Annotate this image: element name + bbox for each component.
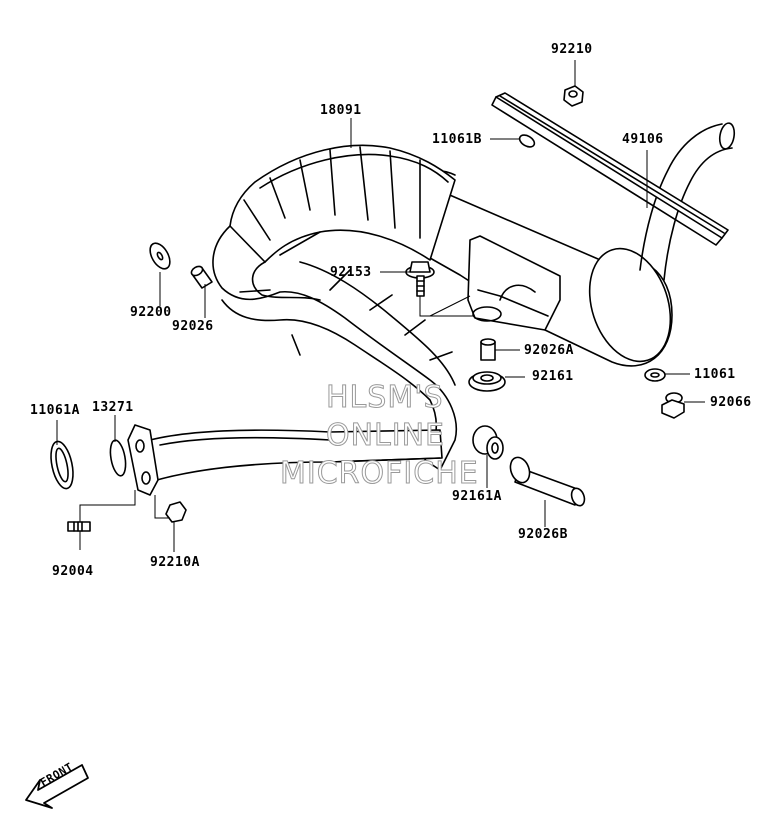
gasket-13271 xyxy=(109,439,127,477)
mounting-strap xyxy=(491,92,729,246)
watermark-line-2: ONLINE xyxy=(325,418,446,453)
part-label-13271: 13271 xyxy=(92,400,134,415)
part-label-92161: 92161 xyxy=(532,369,574,384)
watermark-line-1: HLSM'S xyxy=(326,380,444,415)
nut-92210A xyxy=(165,501,187,523)
part-label-11061B: 11061B xyxy=(432,132,482,147)
watermark-line-3: MICROFICHE xyxy=(280,456,479,491)
part-label-11061: 11061 xyxy=(694,367,736,382)
part-label-92004: 92004 xyxy=(52,564,94,579)
washer-11061B xyxy=(518,134,536,148)
exhaust-flange xyxy=(127,424,159,496)
heat-shield-frame xyxy=(229,144,456,263)
collar-92026A xyxy=(480,338,496,361)
washer-11061 xyxy=(644,368,666,382)
front-arrow-icon xyxy=(25,764,89,809)
part-label-49106: 49106 xyxy=(622,132,664,147)
collar-92026 xyxy=(190,265,213,289)
part-label-92026: 92026 xyxy=(172,319,214,334)
grommet-92161 xyxy=(468,371,506,392)
part-label-92161A: 92161A xyxy=(452,489,502,504)
part-label-92153: 92153 xyxy=(330,265,372,280)
tailpipe xyxy=(639,122,736,281)
part-label-92066: 92066 xyxy=(710,395,752,410)
nut-92210 xyxy=(563,85,584,107)
muffler-body xyxy=(409,170,673,367)
leader-lines xyxy=(56,60,705,552)
header-pipe xyxy=(212,225,457,471)
plug-92066 xyxy=(661,392,685,419)
washer-92200 xyxy=(149,242,171,270)
part-label-18091: 18091 xyxy=(320,103,362,118)
front-pipe xyxy=(149,429,443,483)
part-label-92200: 92200 xyxy=(130,305,172,320)
bolt-92153 xyxy=(405,261,435,297)
part-label-11061A: 11061A xyxy=(30,403,80,418)
part-label-92026B: 92026B xyxy=(518,527,568,542)
grommet-92161A xyxy=(472,425,504,460)
part-label-92026A: 92026A xyxy=(524,343,574,358)
part-label-92210: 92210 xyxy=(551,42,593,57)
collar-92026B xyxy=(509,456,586,507)
part-label-92210A: 92210A xyxy=(150,555,200,570)
gasket-11061A xyxy=(50,440,74,490)
stud-92004 xyxy=(67,521,91,532)
